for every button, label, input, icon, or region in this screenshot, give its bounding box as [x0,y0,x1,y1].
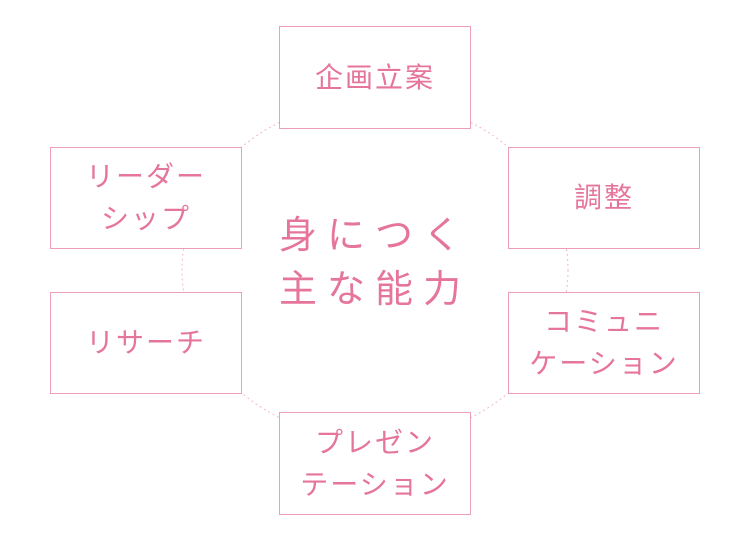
center-title: 身につく 主な能力 [278,213,471,311]
skill-label-communication: コミュニ ケーション [529,305,679,380]
skill-box-presentation: プレゼン テーション [279,412,471,515]
skill-label-coordination: 調整 [573,181,634,214]
skill-label-presentation: プレゼン テーション [300,425,450,501]
skill-label-planning: 企画立案 [314,60,435,94]
skill-label-research: リサーチ [85,326,206,359]
skill-box-communication: コミュニ ケーション [508,292,700,394]
skill-box-planning: 企画立案 [279,26,471,129]
skill-box-leadership: リーダー シップ [50,147,242,249]
skill-label-leadership: リーダー シップ [85,160,206,235]
skill-box-coordination: 調整 [508,147,700,249]
skill-box-research: リサーチ [50,292,242,394]
